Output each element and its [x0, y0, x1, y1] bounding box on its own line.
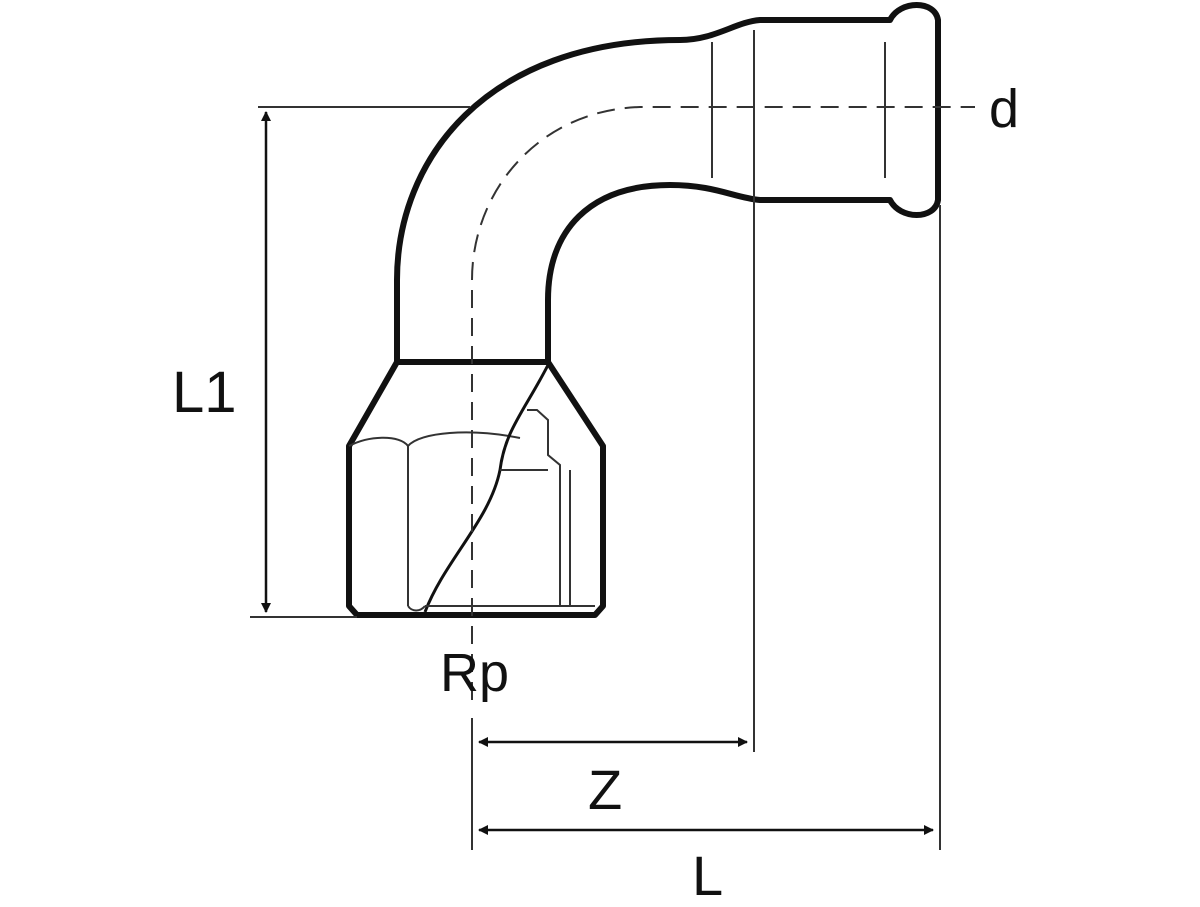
label-L: L: [692, 844, 724, 907]
label-d: d: [989, 79, 1020, 139]
centre-lines: [471, 106, 975, 700]
label-Rp: Rp: [440, 643, 510, 703]
dimension-lines: [261, 111, 934, 835]
label-Z: Z: [588, 758, 623, 821]
hex-nut-outline: [346, 359, 606, 618]
press-end-details: [711, 42, 886, 178]
hex-nut-details: [348, 364, 595, 613]
label-L1: L1: [172, 360, 237, 425]
pipe-bend-outline: [394, 2, 941, 362]
extension-lines: [250, 30, 941, 850]
